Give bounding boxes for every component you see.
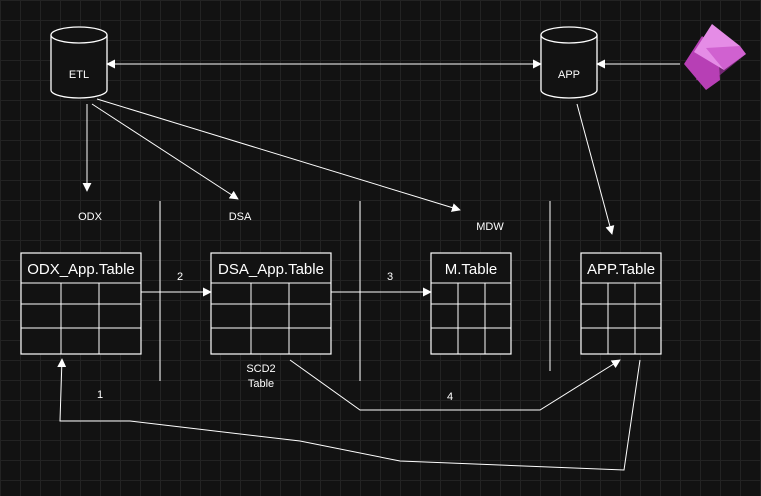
odx-table-title: ODX_App.Table	[27, 261, 135, 278]
step-number-1: 1	[97, 389, 103, 401]
apptable-to-odx-arrow	[57, 358, 641, 471]
power-apps-logo-icon[interactable]	[684, 24, 746, 90]
dsa-table-title: DSA_App.Table	[218, 261, 324, 278]
app-to-apptable-arrow	[576, 103, 615, 235]
etl-database-icon[interactable]: ETL	[50, 26, 108, 99]
etl-to-mdw-arrow	[96, 98, 461, 212]
m-table-title: M.Table	[445, 261, 498, 278]
etl-label: ETL	[69, 69, 89, 81]
m-table[interactable]: M.Table	[430, 252, 512, 355]
dsa-to-apptable-arrow	[289, 359, 621, 411]
odx-table[interactable]: ODX_App.Table	[20, 252, 142, 355]
dsa-table[interactable]: DSA_App.Table	[210, 252, 332, 355]
zone-label-mdw: MDW	[476, 221, 504, 233]
step-number-2: 2	[177, 271, 183, 283]
app-label: APP	[558, 69, 580, 81]
app-database-icon[interactable]: APP	[540, 26, 598, 99]
zone-label-dsa: DSA	[229, 211, 252, 223]
app-table[interactable]: APP.Table	[580, 252, 662, 355]
scd2-note-line2: Table	[248, 378, 274, 390]
app-table-title: APP.Table	[587, 261, 655, 278]
zone-label-odx: ODX	[78, 211, 103, 223]
step-number-4: 4	[447, 391, 453, 403]
scd2-note-line1: SCD2	[246, 363, 275, 375]
step-number-3: 3	[387, 271, 393, 283]
etl-to-dsa-arrow	[91, 103, 239, 200]
